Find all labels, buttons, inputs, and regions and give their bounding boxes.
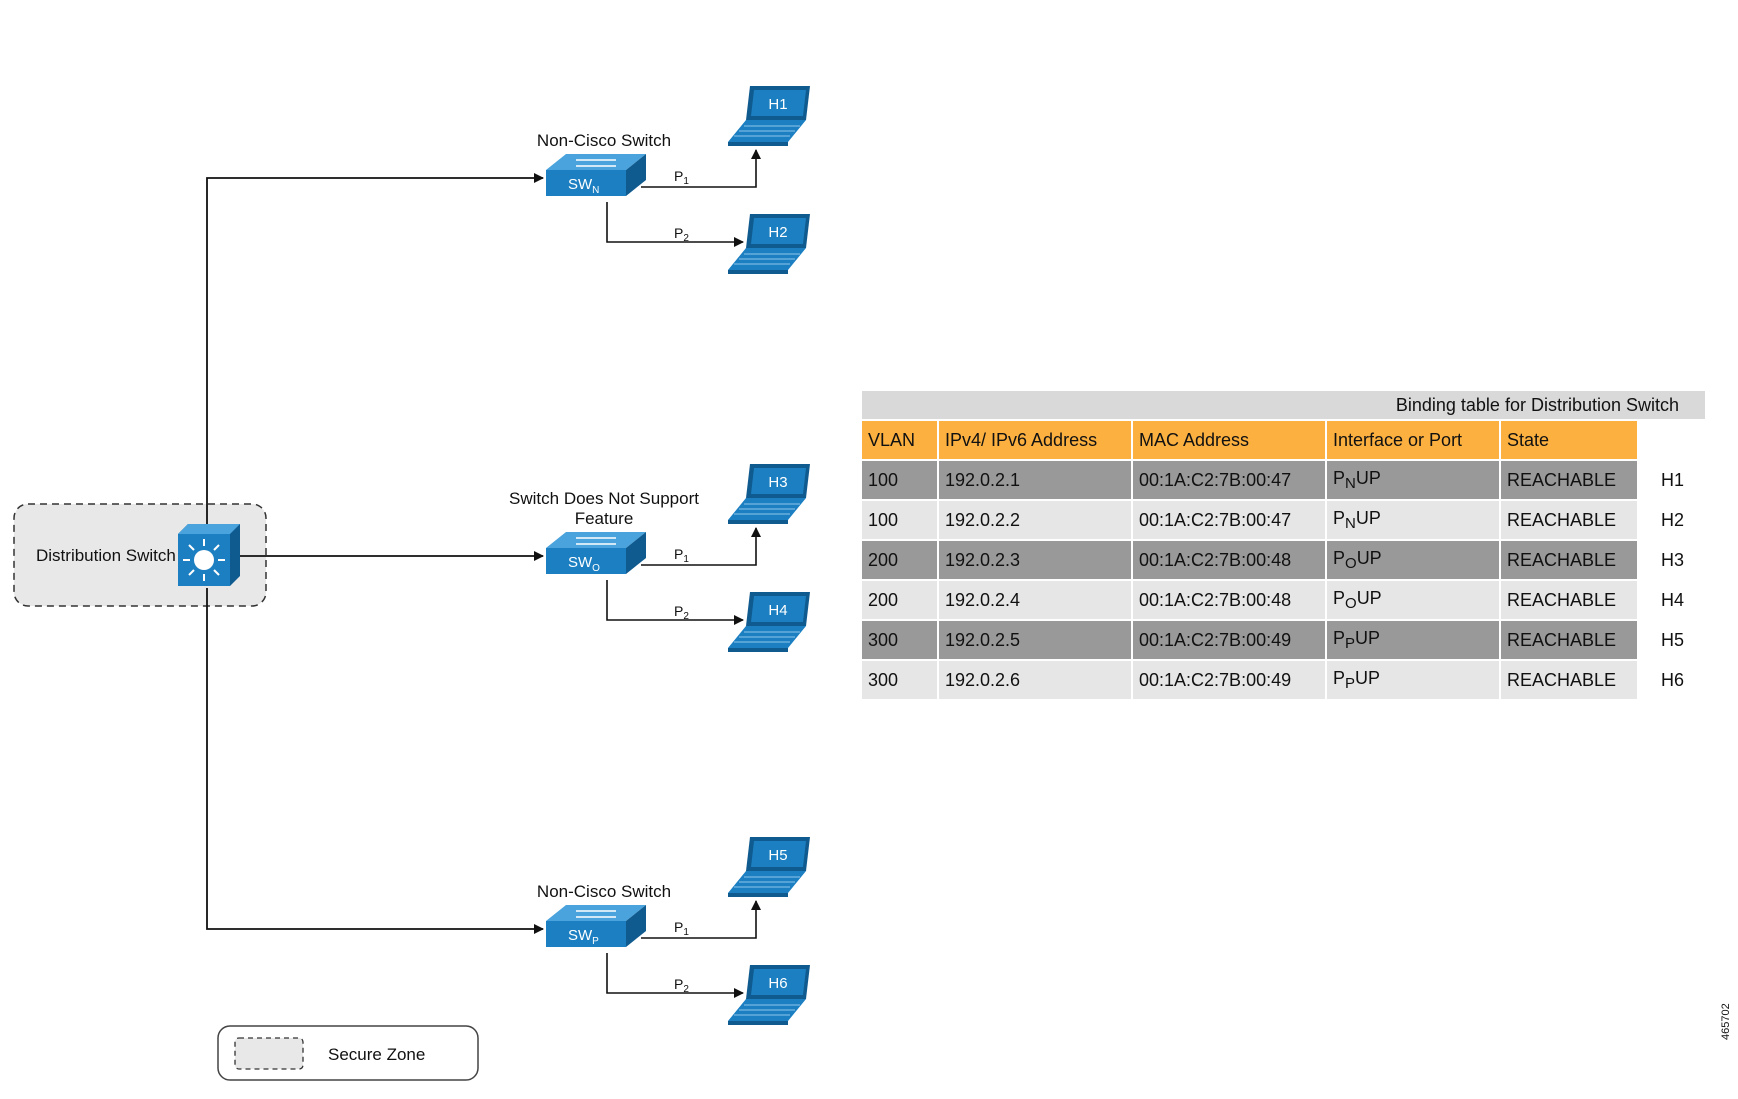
cell-mac-address: 00:1A:C2:7B:00:48 xyxy=(1133,581,1325,619)
host-links xyxy=(606,900,761,998)
row-host-label: H1 xyxy=(1661,469,1685,490)
port-label: P2 xyxy=(674,976,689,995)
cell-interface: PPUP xyxy=(1327,621,1499,659)
header-vlan: VLAN xyxy=(862,421,937,459)
cell-ip-address: 192.0.2.3 xyxy=(939,541,1131,579)
host-label: H6 xyxy=(768,975,787,992)
cell-mac-address: 00:1A:C2:7B:00:49 xyxy=(1133,661,1325,699)
port-label: P1 xyxy=(674,168,689,187)
binding-table-header: VLAN IPv4/ IPv6 Address MAC Address Inte… xyxy=(862,421,1690,459)
cell-ip-address: 192.0.2.1 xyxy=(939,461,1131,499)
cell-state: REACHABLE xyxy=(1501,581,1637,619)
cell-interface: POUP xyxy=(1327,581,1499,619)
switch-name: SWO xyxy=(568,554,600,574)
switch-icon: SWO xyxy=(546,532,646,574)
legend-label: Secure Zone xyxy=(328,1045,425,1064)
uplinks xyxy=(206,173,544,934)
uplink-bottom xyxy=(206,588,544,934)
header-mac-address: MAC Address xyxy=(1133,421,1325,459)
host-label: H5 xyxy=(768,847,787,864)
switch-label: Feature xyxy=(575,509,634,528)
laptop-icon: H3 xyxy=(728,464,810,524)
cell-mac-address: 00:1A:C2:7B:00:48 xyxy=(1133,541,1325,579)
switch-name: SWN xyxy=(568,176,599,196)
host-label: H2 xyxy=(768,224,787,241)
row-host-label: H3 xyxy=(1661,549,1685,570)
port-label: P2 xyxy=(674,603,689,622)
switch-label: Non-Cisco Switch xyxy=(537,882,671,901)
row-host-label: H2 xyxy=(1661,509,1685,530)
cell-interface: PNUP xyxy=(1327,461,1499,499)
host-label: H3 xyxy=(768,474,787,491)
cell-ip-address: 192.0.2.5 xyxy=(939,621,1131,659)
uplink-top xyxy=(206,173,544,526)
laptop-icon: H5 xyxy=(728,837,810,897)
host-label: H4 xyxy=(768,602,787,619)
header-ip-address: IPv4/ IPv6 Address xyxy=(939,421,1131,459)
host-links xyxy=(606,149,761,247)
distribution-switch-icon xyxy=(178,524,240,586)
laptop-icon: H6 xyxy=(728,965,810,1025)
cell-state: REACHABLE xyxy=(1501,661,1637,699)
row-host-label: H4 xyxy=(1661,589,1685,610)
switch-icon: SWP xyxy=(546,905,646,947)
port-label: P2 xyxy=(674,225,689,244)
cell-vlan: 300 xyxy=(862,621,937,659)
cell-state: REACHABLE xyxy=(1501,501,1637,539)
cell-state: REACHABLE xyxy=(1501,461,1637,499)
laptop-icon: H4 xyxy=(728,592,810,652)
switch-label: Non-Cisco Switch xyxy=(537,131,671,150)
figure-id: 465702 xyxy=(1720,1003,1732,1040)
laptop-icon: H2 xyxy=(728,214,810,274)
cell-vlan: 100 xyxy=(862,461,937,499)
cell-mac-address: 00:1A:C2:7B:00:49 xyxy=(1133,621,1325,659)
cell-ip-address: 192.0.2.4 xyxy=(939,581,1131,619)
legend-swatch xyxy=(234,1037,304,1070)
switch-icon: SWN xyxy=(546,154,646,196)
header-state: State xyxy=(1501,421,1637,459)
cell-interface: POUP xyxy=(1327,541,1499,579)
cell-vlan: 200 xyxy=(862,541,937,579)
cell-state: REACHABLE xyxy=(1501,621,1637,659)
cell-mac-address: 00:1A:C2:7B:00:47 xyxy=(1133,501,1325,539)
cell-vlan: 300 xyxy=(862,661,937,699)
host-label: H1 xyxy=(768,96,787,113)
row-host-label: H5 xyxy=(1661,629,1685,650)
binding-table-panel: Binding table for Distribution Switch VL… xyxy=(862,391,1705,701)
port-label: P1 xyxy=(674,546,689,565)
row-host-label: H6 xyxy=(1661,669,1685,690)
switch-label: Switch Does Not Support xyxy=(509,489,699,508)
cell-interface: PNUP xyxy=(1327,501,1499,539)
binding-table-title: Binding table for Distribution Switch xyxy=(862,391,1705,419)
cell-state: REACHABLE xyxy=(1501,541,1637,579)
laptop-icon: H1 xyxy=(728,86,810,146)
cell-ip-address: 192.0.2.2 xyxy=(939,501,1131,539)
host-links xyxy=(606,527,761,625)
binding-table: VLAN IPv4/ IPv6 Address MAC Address Inte… xyxy=(860,419,1692,701)
switch-name: SWP xyxy=(568,927,599,947)
cell-vlan: 200 xyxy=(862,581,937,619)
cell-vlan: 100 xyxy=(862,501,937,539)
cell-mac-address: 00:1A:C2:7B:00:47 xyxy=(1133,461,1325,499)
cell-ip-address: 192.0.2.6 xyxy=(939,661,1131,699)
header-interface: Interface or Port xyxy=(1327,421,1499,459)
cell-interface: PPUP xyxy=(1327,661,1499,699)
distribution-switch-label: Distribution Switch xyxy=(36,546,176,565)
port-label: P1 xyxy=(674,919,689,938)
